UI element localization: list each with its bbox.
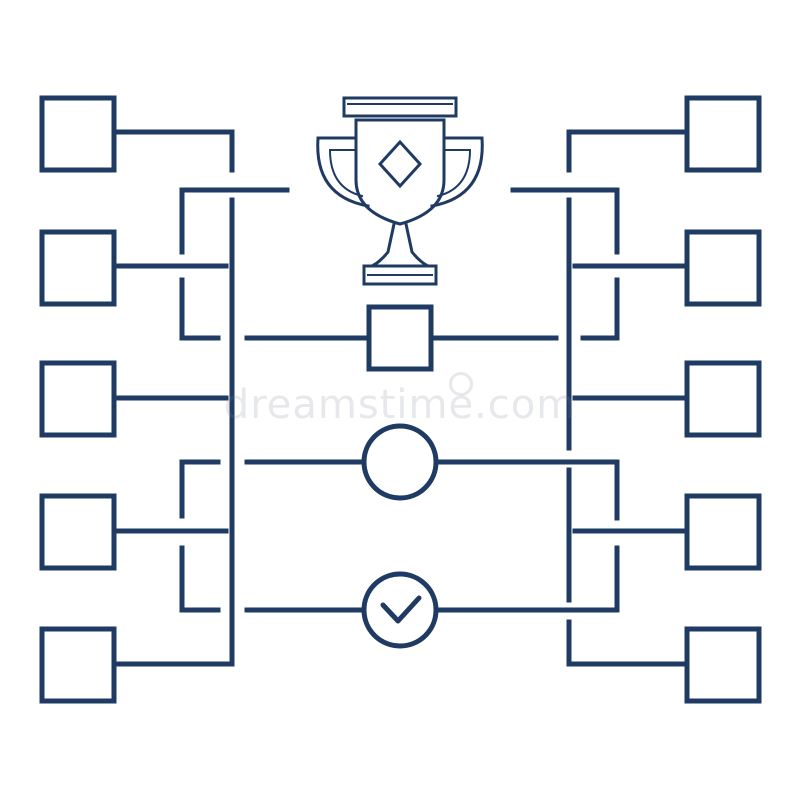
- trophy-icon: [316, 96, 484, 286]
- left-slot-2: [39, 229, 117, 307]
- right-slot-4: [684, 493, 762, 571]
- trophy-top-plate: [342, 96, 458, 118]
- left-slot-5: [39, 626, 117, 704]
- trophy-stem: [371, 222, 429, 268]
- trophy-left-handle: [316, 136, 370, 208]
- trophy-right-handle: [430, 136, 484, 208]
- right-slot-3: [684, 360, 762, 438]
- center-connectors: [244, 335, 559, 613]
- left-slot-1: [39, 95, 117, 173]
- diamond-icon: [377, 139, 423, 189]
- final-slot: [366, 304, 434, 372]
- left-bracket-lines: [111, 129, 290, 667]
- trophy-cup: [354, 118, 446, 226]
- right-slot-2: [684, 229, 762, 307]
- left-slot-3: [39, 360, 117, 438]
- trophy-base: [362, 264, 438, 286]
- right-bracket-lines: [435, 129, 690, 667]
- right-slot-5: [684, 626, 762, 704]
- empty-circle-icon: [361, 423, 439, 501]
- right-slot-1: [684, 95, 762, 173]
- left-slot-4: [39, 493, 117, 571]
- watermark-logo-icon: [449, 372, 473, 396]
- checkmark-circle-icon: [361, 571, 439, 649]
